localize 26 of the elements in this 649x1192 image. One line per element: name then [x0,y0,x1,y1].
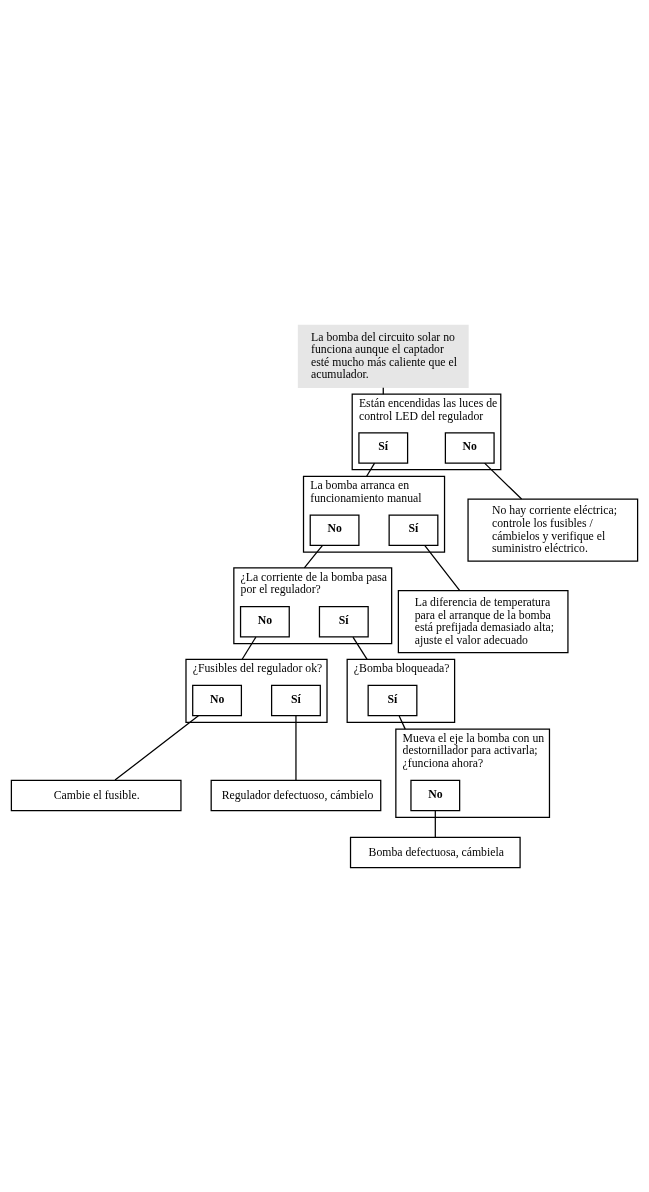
connector [434,809,436,838]
node-box: Sí [367,684,418,716]
node-box: La diferencia de temperatura para el arranque de la bomba está prefijada demasiado alta; ajuste el valor adecuado [397,589,569,653]
connector [424,544,461,591]
node-box: No [410,779,461,811]
node-box: No [444,431,495,464]
node-box: Sí [271,684,321,716]
connector [365,462,376,477]
node-box: Sí [388,513,439,546]
node-box: Bomba defectuosa, cámbiela [349,836,521,868]
connector [398,714,406,730]
node-box: Sí [358,431,409,464]
connector [303,544,323,569]
node-box: No [239,605,290,637]
node-box: Sí [318,605,369,637]
node-box: No [309,513,360,546]
node-box: No hay corriente eléctrica; controle los fusibles / cámbielos y verifique el suministro eléctrico. [467,498,639,562]
node-box: La bomba del circuito solar no funciona aunque el captador esté mucho más caliente que el acumulador. [297,324,469,388]
node-box: Regulador defectuoso, cámbielo [210,779,382,811]
connector [295,714,297,781]
node-box: No [192,684,242,716]
node-box: Cambie el fusible. [10,779,182,811]
connector [114,714,200,781]
connector [483,462,523,500]
connector [241,635,257,660]
connector [352,635,368,660]
